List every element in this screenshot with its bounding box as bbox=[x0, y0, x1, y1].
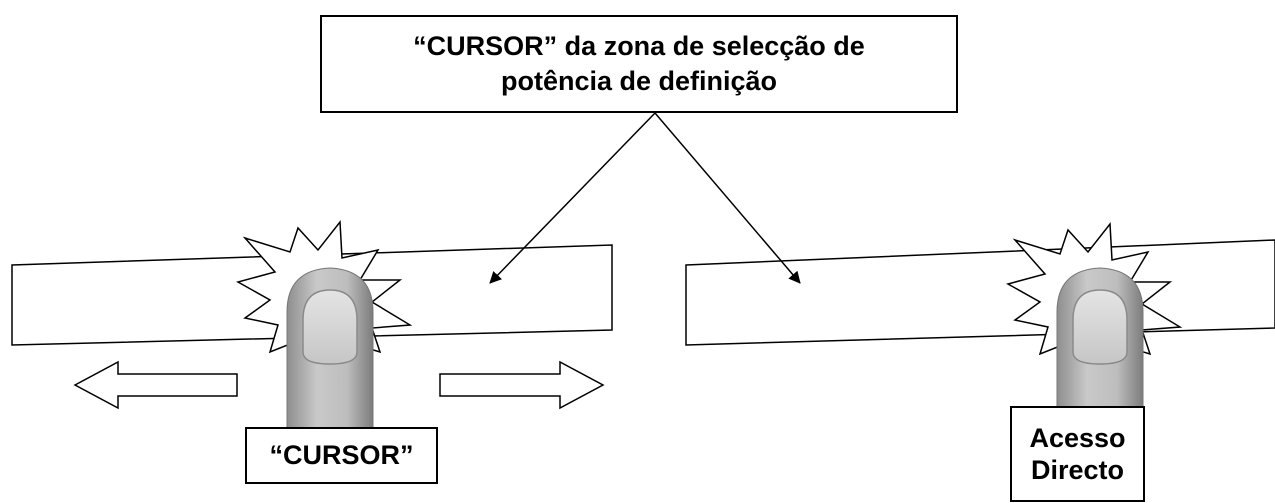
cursor-label-box: “CURSOR” bbox=[245, 427, 438, 484]
title-callout: “CURSOR” da zona de selecção de potência… bbox=[320, 15, 958, 113]
direct-access-label-line-2: Directo bbox=[1030, 455, 1125, 485]
callout-pointer-lines bbox=[489, 112, 801, 284]
right-power-strip bbox=[685, 239, 1275, 346]
title-line-1: “CURSOR” da zona de selecção de bbox=[413, 30, 865, 61]
direct-access-label-box: Acesso Directo bbox=[1010, 406, 1145, 502]
cursor-label: “CURSOR” bbox=[269, 440, 414, 470]
title-line-2: potência de definição bbox=[500, 66, 778, 96]
arrow-left-icon bbox=[73, 360, 238, 410]
finger-touch-icon bbox=[286, 267, 374, 431]
direct-access-label-line-1: Acesso bbox=[1029, 422, 1126, 453]
finger-touch-icon bbox=[1056, 267, 1144, 411]
arrow-right-icon bbox=[439, 360, 605, 410]
